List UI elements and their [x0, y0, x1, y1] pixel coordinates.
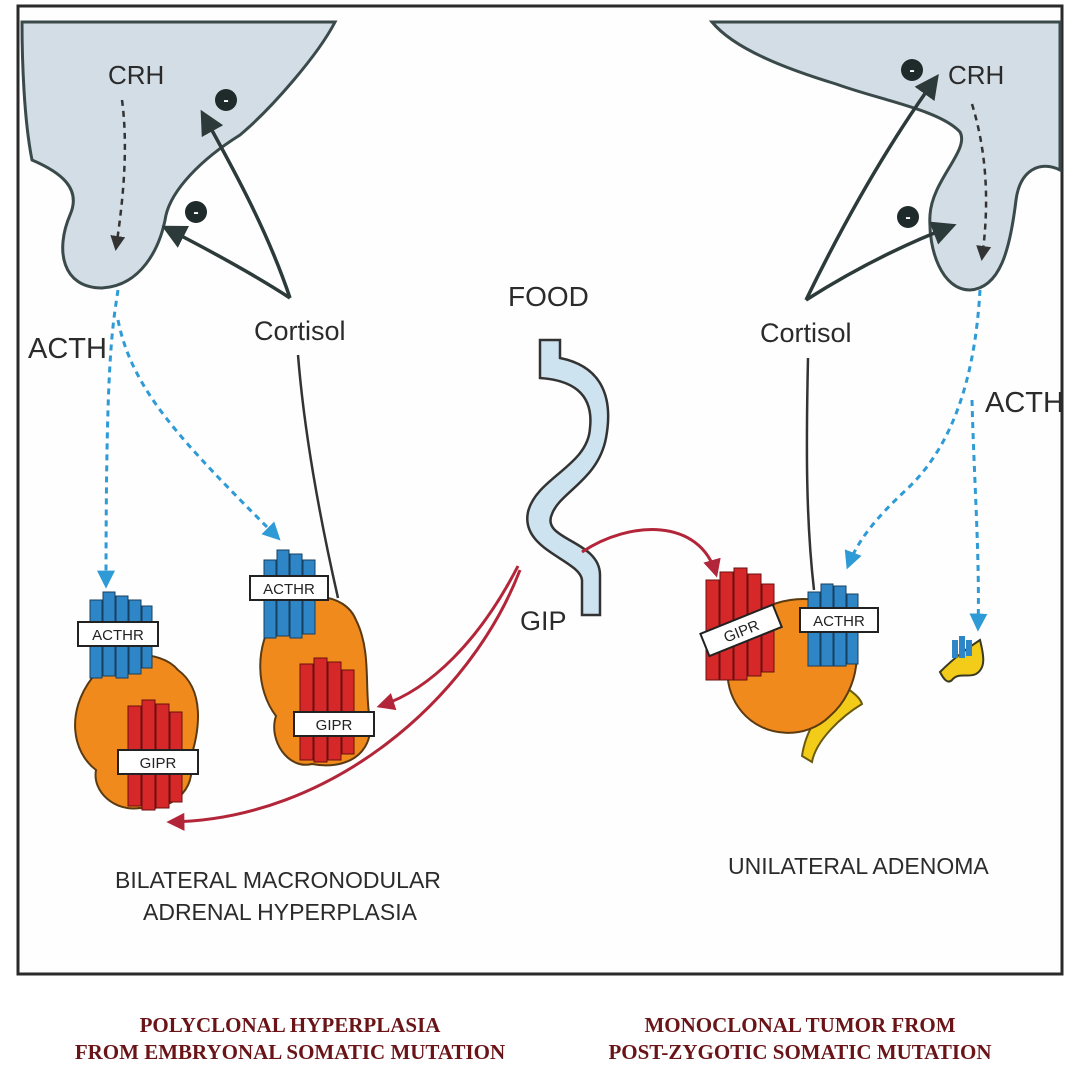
- left-title-line2: ADRENAL HYPERPLASIA: [143, 899, 418, 925]
- left-nodule-1-gipr-label: GIPR: [140, 755, 177, 772]
- right-caption-line2: POST-ZYGOTIC SOMATIC MUTATION: [540, 1039, 1060, 1066]
- gip-label: GIP: [520, 606, 567, 636]
- left-caption-line2: FROM EMBRYONAL SOMATIC MUTATION: [30, 1039, 550, 1066]
- right-crh-label: CRH: [948, 60, 1004, 90]
- right-inhibit-top-sign: -: [909, 62, 914, 79]
- left-caption: POLYCLONAL HYPERPLASIA FROM EMBRYONAL SO…: [30, 1012, 550, 1066]
- left-nodule-2-acthr-label: ACTHR: [263, 581, 315, 598]
- right-cortisol-label: Cortisol: [760, 318, 852, 348]
- left-inhibit-bottom-sign: -: [193, 204, 198, 221]
- right-caption-line1: MONOCLONAL TUMOR FROM: [540, 1012, 1060, 1039]
- left-nodule-2-gipr-label: GIPR: [316, 717, 353, 734]
- left-nodule-1-acthr-label: ACTHR: [92, 627, 144, 644]
- left-nodule-2-gipr-receptor: [300, 658, 354, 762]
- right-title: UNILATERAL ADENOMA: [728, 853, 989, 879]
- left-title-line1: BILATERAL MACRONODULAR: [115, 867, 441, 893]
- left-caption-line1: POLYCLONAL HYPERPLASIA: [30, 1012, 550, 1039]
- left-cortisol-label: Cortisol: [254, 316, 346, 346]
- left-acth-label: ACTH: [28, 333, 107, 365]
- right-caption: MONOCLONAL TUMOR FROM POST-ZYGOTIC SOMAT…: [540, 1012, 1060, 1066]
- food-label: FOOD: [508, 281, 589, 312]
- right-acth-label: ACTH: [985, 387, 1064, 419]
- right-inhibit-bottom-sign: -: [905, 209, 910, 226]
- left-crh-label: CRH: [108, 60, 164, 90]
- adenoma-acthr-label: ACTHR: [813, 613, 865, 630]
- left-inhibit-top-sign: -: [223, 92, 228, 109]
